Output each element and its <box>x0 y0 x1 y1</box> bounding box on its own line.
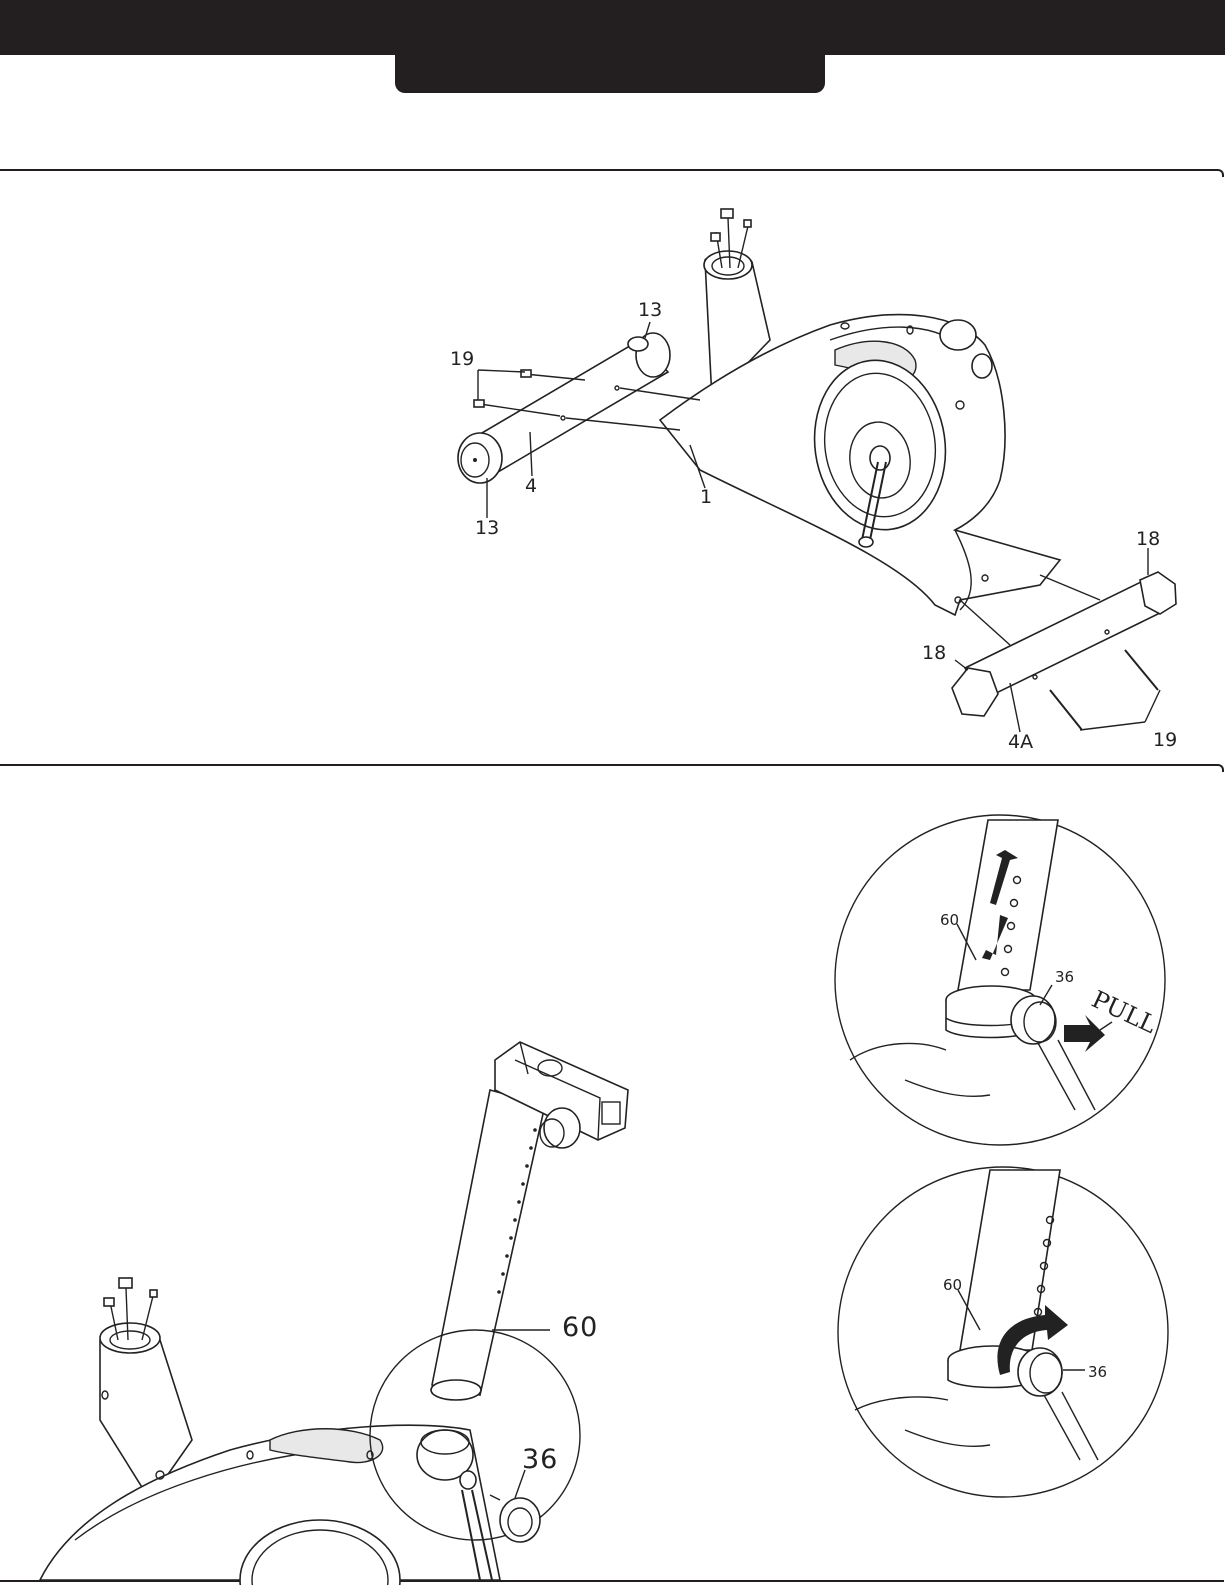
detail-tighten-knob <box>838 1167 1168 1497</box>
label-cap-18-right: 18 <box>1136 528 1160 550</box>
detail-top-label-36: 36 <box>1055 968 1074 986</box>
label-bolt-19-left: 19 <box>450 348 474 370</box>
detail-bottom-label-36: 36 <box>1088 1363 1107 1381</box>
label-front-tube-4: 4 <box>525 475 537 497</box>
label-cap-13-top: 13 <box>638 299 662 321</box>
detail-bottom-label-60: 60 <box>943 1276 962 1294</box>
label-cap-13-bottom: 13 <box>475 517 499 539</box>
label-bolt-19-right: 19 <box>1153 729 1177 751</box>
label-main-frame-1: 1 <box>700 486 712 508</box>
seat-post <box>431 1042 628 1400</box>
label-seat-post-60: 60 <box>562 1312 598 1343</box>
step2-diagram: 60 36 PULL 60 36 <box>40 815 1168 1585</box>
label-knob-36: 36 <box>522 1444 558 1475</box>
label-rear-tube-4A: 4A <box>1008 731 1033 753</box>
front-stabilizer-tube <box>458 333 700 483</box>
detail-top-label-60: 60 <box>940 911 959 929</box>
step1-diagram <box>458 209 1176 732</box>
label-cap-18-left: 18 <box>922 642 946 664</box>
detail-pull-knob <box>835 815 1165 1145</box>
